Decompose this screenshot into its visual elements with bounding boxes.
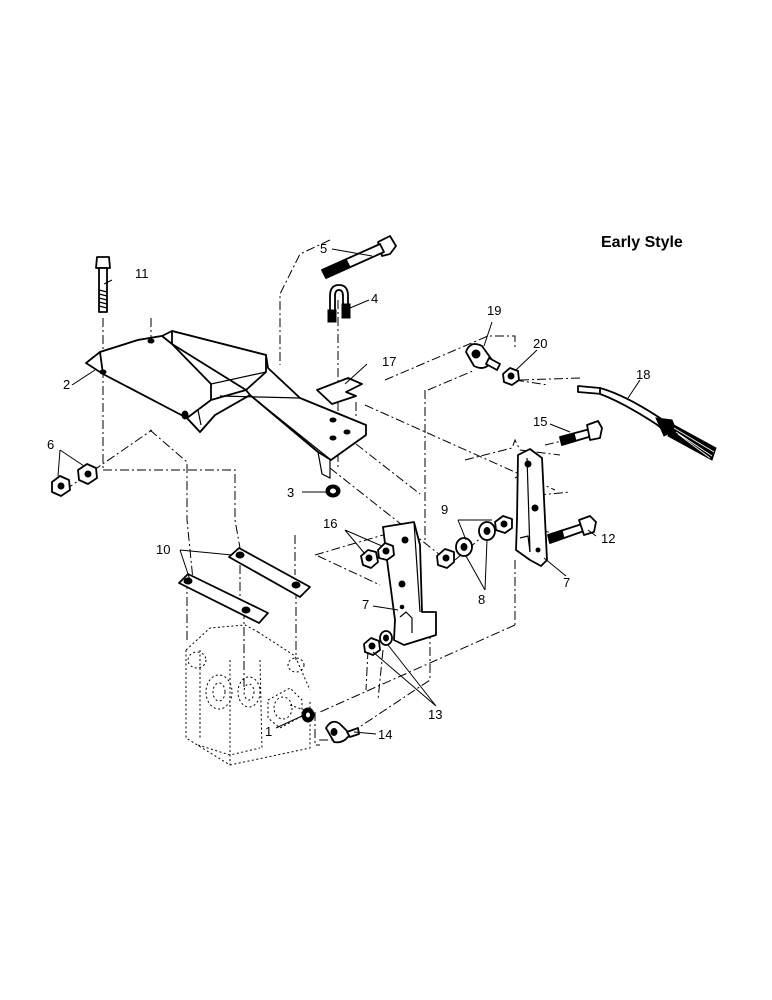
callout-15: 15 <box>533 414 547 429</box>
callout-20: 20 <box>533 336 547 351</box>
callout-19: 19 <box>487 303 501 318</box>
nuts-16 <box>360 542 395 569</box>
gearbox-housing <box>185 624 311 766</box>
callout-5: 5 <box>320 241 327 256</box>
bolt-12 <box>547 515 597 544</box>
control-cable-18 <box>577 385 717 461</box>
plates-10 <box>178 547 311 624</box>
nut-1 <box>301 707 315 723</box>
diagram-title: Early Style <box>601 234 683 251</box>
callout-9: 9 <box>441 502 448 517</box>
rod-end-14 <box>325 720 360 744</box>
callout-13: 13 <box>428 707 442 722</box>
callout-2: 2 <box>63 377 70 392</box>
nut-20 <box>502 367 520 386</box>
rod-end-19 <box>465 343 501 371</box>
callout-3: 3 <box>287 485 294 500</box>
callout-labels: 1 2 3 4 5 6 7 7 8 9 10 11 12 13 14 15 16… <box>47 241 650 742</box>
clip-17 <box>316 377 363 405</box>
arm-7-left <box>382 521 437 646</box>
callout-17: 17 <box>382 354 396 369</box>
callout-12: 12 <box>601 531 615 546</box>
callout-10: 10 <box>156 542 170 557</box>
callout-6: 6 <box>47 437 54 452</box>
callout-16: 16 <box>323 516 337 531</box>
callout-7-right: 7 <box>563 575 570 590</box>
bolt-11 <box>95 256 111 313</box>
leader-lines <box>57 248 641 735</box>
callout-18: 18 <box>636 367 650 382</box>
arm-7-right <box>515 448 548 567</box>
nut-3 <box>325 484 341 498</box>
callout-1: 1 <box>265 724 272 739</box>
nuts-6 <box>51 463 98 497</box>
callout-11: 11 <box>135 266 149 281</box>
callout-8: 8 <box>478 592 485 607</box>
callout-4: 4 <box>371 291 378 306</box>
nuts-13 <box>363 630 393 656</box>
u-bolt-4 <box>327 284 351 323</box>
mounting-bracket <box>85 330 367 479</box>
bolt-5 <box>321 235 397 279</box>
callout-14: 14 <box>378 727 392 742</box>
callout-7-left: 7 <box>362 597 369 612</box>
washers-8-nuts-9 <box>436 515 513 569</box>
bolt-15 <box>559 420 603 446</box>
